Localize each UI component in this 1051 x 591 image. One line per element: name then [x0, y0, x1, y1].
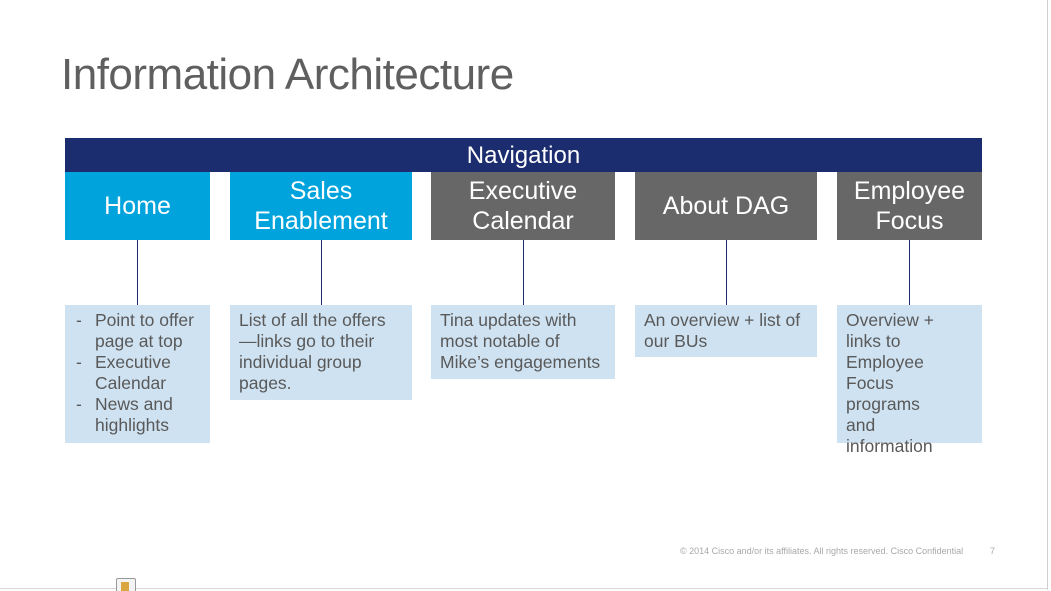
- detail-box-about-dag: An overview + list of our BUs: [635, 305, 817, 357]
- column-heading-employee-focus: Employee Focus: [837, 172, 982, 240]
- column-heading-home: Home: [65, 172, 210, 240]
- detail-box-sales-enablement: List of all the offers—links go to their…: [230, 305, 412, 400]
- column-heading-sales-enablement: Sales Enablement: [230, 172, 412, 240]
- detail-box-executive-calendar: Tina updates with most notable of Mike’s…: [431, 305, 615, 379]
- bullet-item: Point to offer page at top: [74, 310, 201, 352]
- clipboard-icon[interactable]: [116, 578, 136, 591]
- connector-line: [321, 240, 322, 305]
- slide-title: Information Architecture: [61, 50, 514, 99]
- window-edge: [0, 588, 1048, 589]
- navigation-bar: Navigation: [65, 138, 982, 172]
- footer-copyright: © 2014 Cisco and/or its affiliates. All …: [680, 546, 964, 556]
- bullet-item: Executive Calendar: [74, 352, 201, 394]
- column-heading-executive-calendar: Executive Calendar: [431, 172, 615, 240]
- connector-line: [137, 240, 138, 305]
- connector-line: [726, 240, 727, 305]
- connector-line: [523, 240, 524, 305]
- column-heading-about-dag: About DAG: [635, 172, 817, 240]
- detail-box-home: Point to offer page at top Executive Cal…: [65, 305, 210, 443]
- detail-box-employee-focus: Overview + links to Employee Focus progr…: [837, 305, 982, 456]
- page-number: 7: [990, 546, 996, 556]
- window-edge: [1047, 0, 1048, 590]
- bullet-item: News and highlights: [74, 394, 201, 436]
- connector-line: [909, 240, 910, 305]
